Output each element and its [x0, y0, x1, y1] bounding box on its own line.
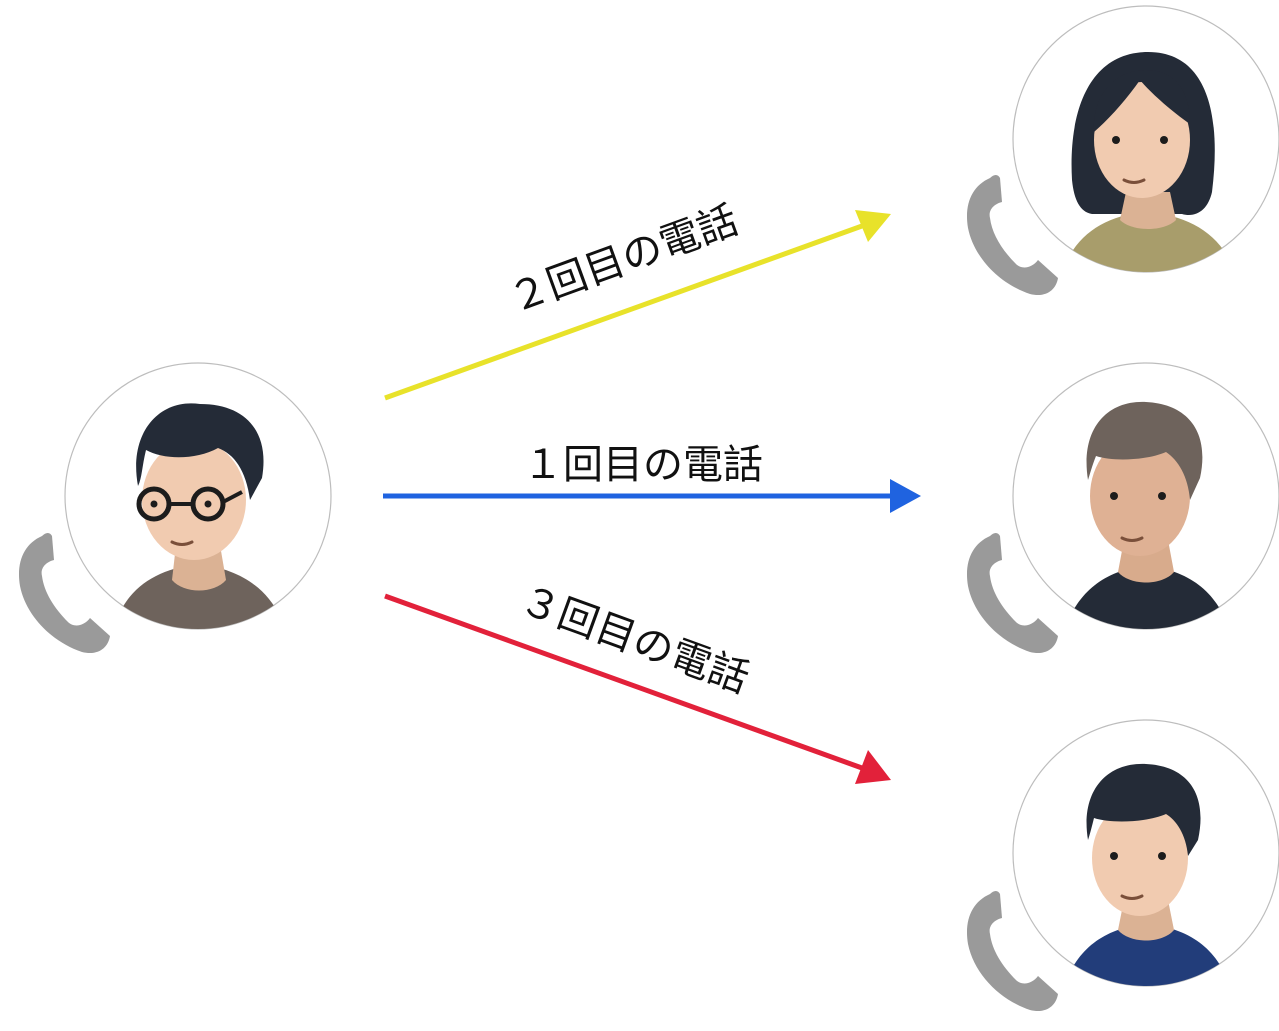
arrow-line: [384, 223, 863, 401]
arrow-head-icon: [855, 750, 891, 784]
man-blue-shirt-avatar: [1062, 763, 1232, 986]
call-label-1: １回目の電話: [523, 442, 763, 488]
caller: [18, 362, 332, 654]
call-arrow-2: [384, 210, 891, 401]
recipient-2: [966, 362, 1279, 654]
woman-avatar: [1058, 52, 1240, 272]
call-arrow-3: [384, 593, 891, 784]
arrow-head-icon: [855, 210, 891, 242]
man-brown-hair-avatar: [1062, 401, 1232, 629]
call-arrow-1: [383, 479, 921, 513]
recipient-3: [966, 719, 1279, 1012]
call-label-2: ２回目の電話: [503, 197, 744, 322]
arrow-line: [384, 593, 863, 771]
arrow-head-icon: [890, 479, 921, 513]
recipient-1: [966, 5, 1279, 296]
